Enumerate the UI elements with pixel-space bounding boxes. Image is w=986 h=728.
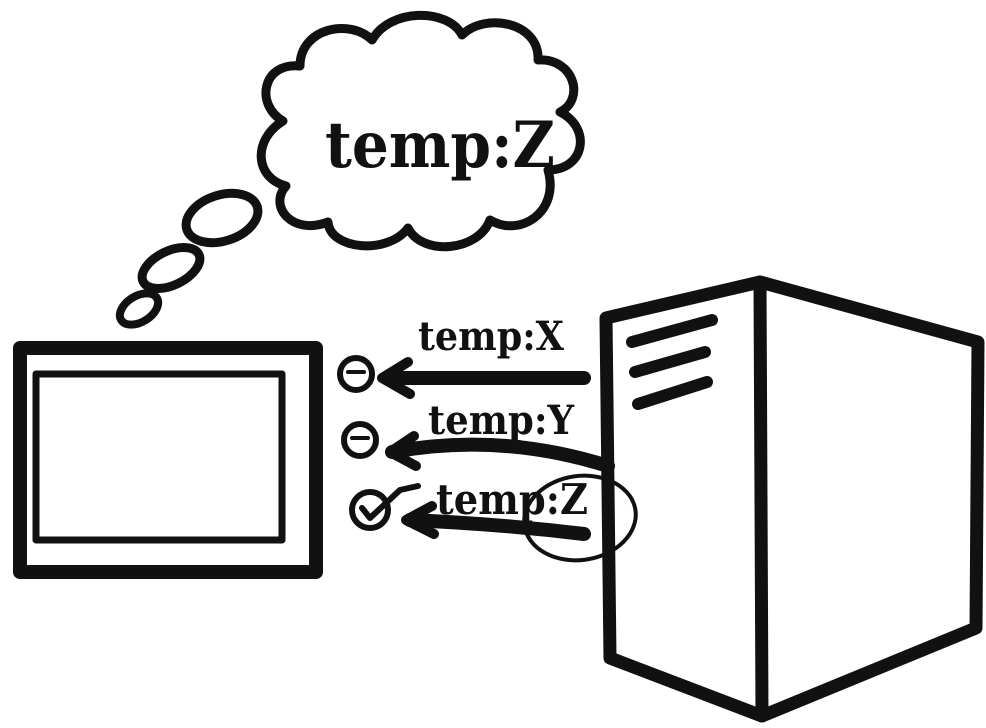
thought-dot-large bbox=[180, 185, 265, 252]
server-vent-1 bbox=[632, 320, 712, 342]
monitor-screen bbox=[36, 374, 282, 540]
response-label: temp:Z bbox=[436, 475, 588, 524]
thought-dot-small bbox=[114, 287, 163, 331]
response-row: temp:Z bbox=[352, 469, 641, 568]
server-vent-2 bbox=[635, 352, 705, 372]
response-label: temp:X bbox=[418, 313, 564, 360]
response-row: temp:Y bbox=[344, 397, 608, 466]
thought-bubble: temp:Z bbox=[114, 15, 580, 331]
thought-text: temp:Z bbox=[325, 108, 555, 183]
arrow-shaft bbox=[392, 445, 608, 466]
thought-dot-medium bbox=[136, 239, 207, 297]
server-outline bbox=[606, 282, 978, 716]
response-label: temp:Y bbox=[428, 397, 574, 444]
server-vent-3 bbox=[638, 382, 707, 404]
server-tower bbox=[606, 282, 978, 716]
client-monitor bbox=[20, 348, 316, 572]
response-row: temp:X bbox=[340, 313, 584, 394]
server-front-edge bbox=[760, 282, 762, 716]
